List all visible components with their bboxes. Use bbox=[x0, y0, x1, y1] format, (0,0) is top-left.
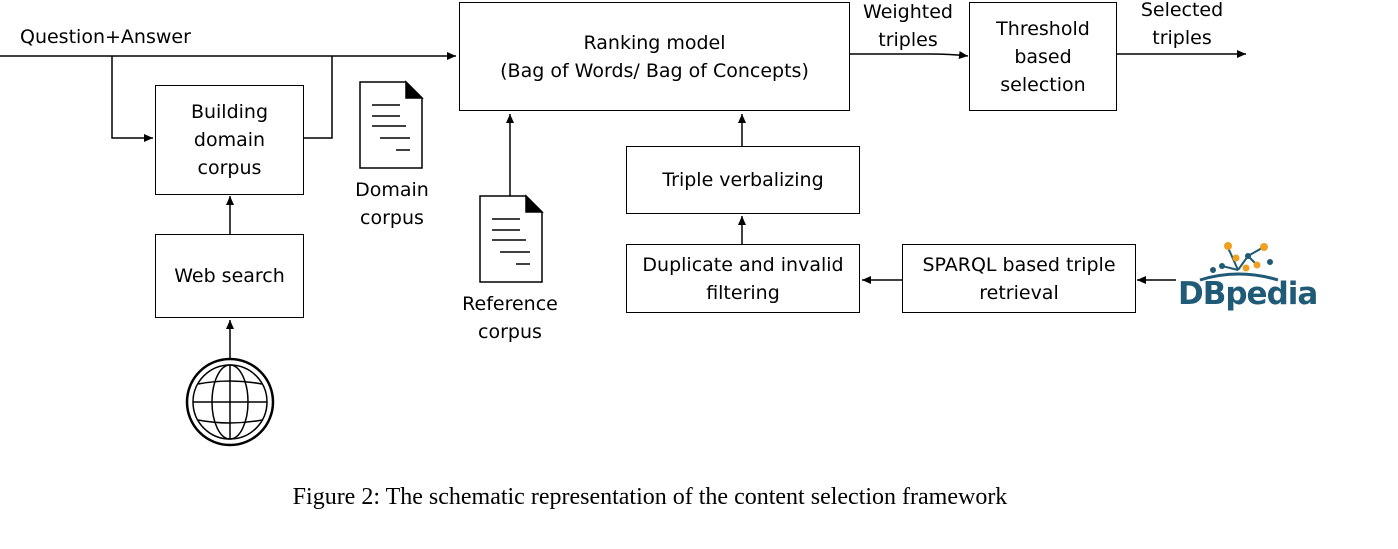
figure-caption: Figure 2: The schematic representation o… bbox=[292, 484, 1008, 510]
building-domain-corpus-box: Building domain corpus bbox=[155, 85, 304, 195]
reference-corpus-label: Reference corpus bbox=[462, 293, 558, 343]
threshold-selection-box: Threshold based selection bbox=[969, 2, 1117, 111]
weighted-triples-label: Weighted triples bbox=[863, 1, 953, 51]
document-icon bbox=[479, 194, 544, 283]
qa-to-building-arrow bbox=[111, 56, 153, 142]
duplicate-filtering-box: Duplicate and invalid filtering bbox=[626, 244, 860, 313]
ranking-to-threshold-arrow bbox=[850, 51, 969, 59]
question-answer-label: Question+Answer bbox=[20, 26, 191, 48]
ranking-model-box: Ranking model (Bag of Words/ Bag of Conc… bbox=[459, 2, 850, 111]
document-icon bbox=[359, 80, 424, 169]
dbpedia-logo bbox=[1199, 242, 1279, 282]
dbpedia-logo-text: DBpedia bbox=[1178, 276, 1318, 312]
globe-icon bbox=[185, 357, 275, 447]
sparql-retrieval-box: SPARQL based triple retrieval bbox=[902, 244, 1136, 313]
selected-triples-label: Selected triples bbox=[1140, 0, 1224, 49]
building-to-main-line bbox=[303, 56, 333, 139]
web-search-box: Web search bbox=[155, 234, 304, 318]
triple-verbalizing-box: Triple verbalizing bbox=[626, 146, 860, 214]
domain-corpus-label: Domain corpus bbox=[355, 179, 429, 229]
